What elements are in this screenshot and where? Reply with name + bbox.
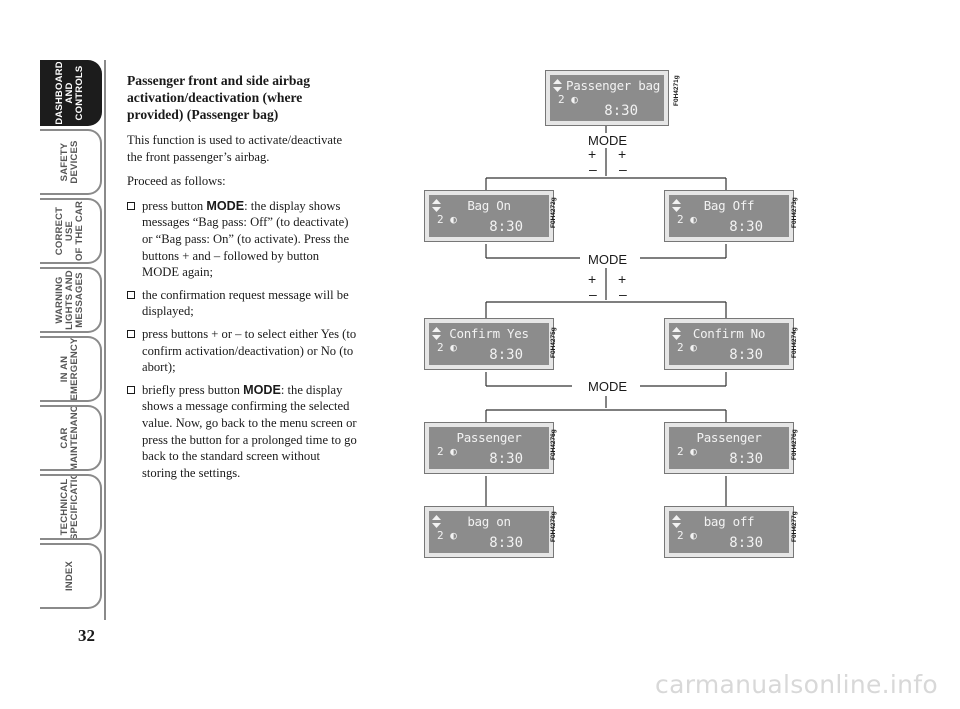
lcd-gear: 2 ◐ bbox=[677, 213, 697, 226]
figure-code: F0H4276g bbox=[791, 429, 798, 460]
lcd-gear: 2 ◐ bbox=[677, 445, 697, 458]
figure-code: F0H4271g bbox=[673, 75, 680, 106]
watermark: carmanualsonline.info bbox=[655, 670, 938, 699]
page-number: 32 bbox=[78, 626, 95, 645]
lcd-gear: 2 ◐ bbox=[677, 341, 697, 354]
lcd-title: Passenger bbox=[696, 430, 762, 445]
mode-label: MODE bbox=[586, 379, 629, 394]
step-list: press button MODE: the display shows mes… bbox=[127, 198, 357, 482]
lcd-passenger-right: Passenger 2 ◐ 8:30 bbox=[664, 422, 794, 474]
lcd-gear: 2 ◐ bbox=[437, 341, 457, 354]
lcd-title: Confirm Yes bbox=[449, 326, 529, 341]
tab-label: CAR MAINTENANCE bbox=[59, 405, 80, 471]
figure-code: F0H4278g bbox=[550, 511, 557, 542]
checkbox-bullet-icon bbox=[127, 290, 135, 299]
up-down-arrows-icon bbox=[672, 327, 681, 340]
tab-index[interactable]: INDEX bbox=[40, 543, 102, 609]
checkbox-bullet-icon bbox=[127, 201, 135, 210]
tab-in-an-emergency[interactable]: IN AN EMERGENCY bbox=[40, 336, 102, 402]
tab-warning-lights[interactable]: WARNING LIGHTS AND MESSAGES bbox=[40, 267, 102, 333]
lcd-title: bag off bbox=[703, 514, 755, 529]
lcd-title: Passenger bbox=[456, 430, 522, 445]
step-item: press button MODE: the display shows mes… bbox=[127, 198, 357, 281]
step-item: the confirmation request message will be… bbox=[127, 287, 357, 320]
lcd-title: Confirm No bbox=[692, 326, 766, 341]
tab-safety-devices[interactable]: SAFETY DEVICES bbox=[40, 129, 102, 195]
minus-sign: – bbox=[619, 161, 627, 177]
lcd-passenger-left: Passenger 2 ◐ 8:30 bbox=[424, 422, 554, 474]
tab-label: TECHNICAL SPECIFICATIONS bbox=[59, 474, 80, 540]
proceed-paragraph: Proceed as follows: bbox=[127, 174, 226, 189]
figure-code: F0H4272g bbox=[550, 197, 557, 228]
lcd-time: 8:30 bbox=[729, 347, 763, 363]
checkbox-bullet-icon bbox=[127, 329, 135, 338]
tab-car-maintenance[interactable]: CAR MAINTENANCE bbox=[40, 405, 102, 471]
lcd-title: bag on bbox=[467, 514, 511, 529]
plus-sign: + bbox=[588, 271, 597, 287]
tab-label: CORRECT USE OF THE CAR bbox=[54, 200, 85, 262]
lcd-time: 8:30 bbox=[729, 535, 763, 551]
up-down-arrows-icon bbox=[553, 79, 562, 92]
section-heading: Passenger front and side airbag activati… bbox=[127, 73, 311, 122]
plus-sign: + bbox=[618, 271, 627, 287]
lcd-bag-on: Bag On 2 ◐ 8:30 bbox=[424, 190, 554, 242]
lcd-time: 8:30 bbox=[729, 219, 763, 235]
lcd-time: 8:30 bbox=[489, 347, 523, 363]
tab-correct-use[interactable]: CORRECT USE OF THE CAR bbox=[40, 198, 102, 264]
minus-sign: – bbox=[619, 286, 627, 302]
tab-label: DASHBOARD AND CONTROLS bbox=[54, 61, 85, 125]
tab-spine-divider bbox=[104, 60, 106, 620]
lcd-passenger-bag: Passenger bag 2 ◐ 8:30 bbox=[545, 70, 669, 126]
tab-label: IN AN EMERGENCY bbox=[59, 337, 80, 401]
tab-dashboard-and-controls[interactable]: DASHBOARD AND CONTROLS bbox=[40, 60, 102, 126]
plus-sign: + bbox=[588, 146, 597, 162]
step-item: briefly press button MODE: the display s… bbox=[127, 382, 357, 482]
lcd-confirm-no: Confirm No 2 ◐ 8:30 bbox=[664, 318, 794, 370]
plus-sign: + bbox=[618, 146, 627, 162]
lcd-time: 8:30 bbox=[729, 451, 763, 467]
lcd-gear: 2 ◐ bbox=[677, 529, 697, 542]
step-item: press buttons + or – to select either Ye… bbox=[127, 326, 357, 376]
lcd-gear: 2 ◐ bbox=[437, 445, 457, 458]
tab-label: INDEX bbox=[64, 560, 75, 592]
lcd-gear: 2 ◐ bbox=[558, 93, 578, 106]
figure-code: F0H4274g bbox=[791, 327, 798, 358]
connector-lines bbox=[485, 126, 727, 506]
lcd-time: 8:30 bbox=[604, 103, 638, 119]
lcd-gear: 2 ◐ bbox=[437, 529, 457, 542]
checkbox-bullet-icon bbox=[127, 385, 135, 394]
lcd-title: Bag On bbox=[467, 198, 511, 213]
figure-code: F0H4273g bbox=[791, 197, 798, 228]
display-flow-diagram: MODE + + – – MODE + + – – MODE Passenger… bbox=[400, 60, 820, 580]
lcd-time: 8:30 bbox=[489, 451, 523, 467]
tab-technical-specifications[interactable]: TECHNICAL SPECIFICATIONS bbox=[40, 474, 102, 540]
up-down-arrows-icon bbox=[672, 199, 681, 212]
figure-code: F0H4275g bbox=[550, 327, 557, 358]
minus-sign: – bbox=[589, 161, 597, 177]
up-down-arrows-icon bbox=[432, 199, 441, 212]
lcd-time: 8:30 bbox=[489, 219, 523, 235]
up-down-arrows-icon bbox=[432, 515, 441, 528]
instruction-text: Passenger front and side airbag activati… bbox=[127, 72, 357, 487]
lcd-result-bag-off: bag off 2 ◐ 8:30 bbox=[664, 506, 794, 558]
lcd-title: Passenger bag bbox=[566, 78, 660, 93]
up-down-arrows-icon bbox=[672, 515, 681, 528]
figure-code: F0H4277g bbox=[791, 511, 798, 542]
lcd-confirm-yes: Confirm Yes 2 ◐ 8:30 bbox=[424, 318, 554, 370]
tab-label: SAFETY DEVICES bbox=[59, 140, 80, 184]
tab-label: WARNING LIGHTS AND MESSAGES bbox=[54, 270, 85, 330]
minus-sign: – bbox=[589, 286, 597, 302]
lcd-result-bag-on: bag on 2 ◐ 8:30 bbox=[424, 506, 554, 558]
lcd-gear: 2 ◐ bbox=[437, 213, 457, 226]
lcd-time: 8:30 bbox=[489, 535, 523, 551]
up-down-arrows-icon bbox=[432, 327, 441, 340]
lcd-title: Bag Off bbox=[703, 198, 755, 213]
mode-label: MODE bbox=[586, 133, 629, 148]
mode-label: MODE bbox=[586, 252, 629, 267]
lcd-bag-off: Bag Off 2 ◐ 8:30 bbox=[664, 190, 794, 242]
figure-code: F0H4276g bbox=[550, 429, 557, 460]
intro-paragraph: This function is used to activate/deacti… bbox=[127, 133, 343, 164]
